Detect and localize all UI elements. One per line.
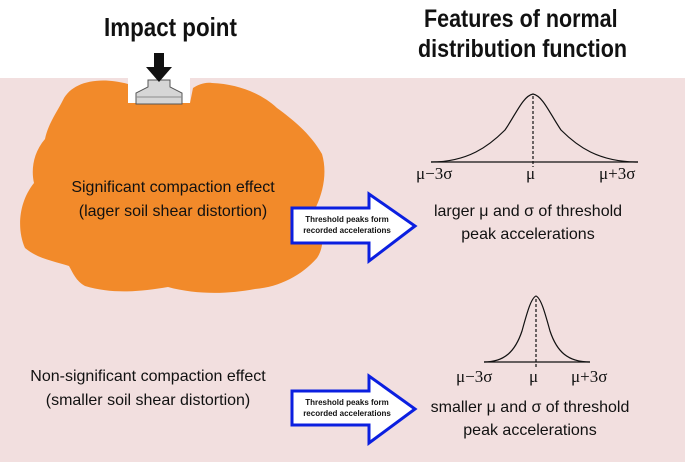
bottom-arrow-line1: Threshold peaks form — [305, 398, 389, 407]
features-title-line1: Features of normal — [424, 5, 618, 33]
bottom-axis-left-label: μ−3σ — [456, 367, 493, 386]
top-axis-center-label: μ — [526, 164, 536, 183]
bottom-effect-line2: (smaller soil shear distortion) — [45, 392, 251, 409]
top-axis-right-label: μ+3σ — [599, 164, 636, 183]
features-title-line2: distribution function — [418, 35, 627, 63]
compaction-zone — [20, 80, 325, 293]
bottom-normal-curve — [483, 295, 591, 367]
bottom-result-line2: peak accelerations — [463, 422, 597, 439]
bottom-right-arrow-icon — [290, 373, 418, 446]
bottom-axis-center-label: μ — [529, 367, 539, 386]
bottom-result-line1: smaller μ and σ of threshold — [430, 399, 630, 416]
top-effect-line2: (lager soil shear distortion) — [78, 203, 268, 220]
bottom-effect-label: Non-significant compaction effect (small… — [12, 365, 284, 413]
bottom-effect-line1: Non-significant compaction effect — [30, 368, 266, 385]
bottom-arrow-label: Threshold peaks form recorded accelerati… — [296, 397, 398, 419]
bottom-arrow-line2: recorded accelerations — [303, 409, 391, 418]
top-effect-line1: Significant compaction effect — [71, 179, 275, 196]
top-result-label: larger μ and σ of threshold peak acceler… — [418, 200, 638, 246]
down-arrow-icon — [146, 53, 172, 82]
top-arrow-label: Threshold peaks form recorded accelerati… — [296, 214, 398, 236]
top-effect-label: Significant compaction effect (lager soi… — [38, 176, 308, 224]
impact-point-label: Impact point — [104, 12, 237, 42]
top-axis-left-label: μ−3σ — [416, 164, 453, 183]
top-normal-curve — [430, 93, 639, 167]
bottom-axis-right-label: μ+3σ — [571, 367, 608, 386]
impactor-icon — [135, 79, 183, 105]
top-result-line2: peak accelerations — [461, 226, 595, 243]
top-result-line1: larger μ and σ of threshold — [433, 203, 623, 220]
bottom-result-label: smaller μ and σ of threshold peak accele… — [410, 396, 650, 442]
top-right-arrow-icon — [290, 191, 418, 265]
top-arrow-line2: recorded accelerations — [303, 226, 391, 235]
top-arrow-line1: Threshold peaks form — [305, 215, 389, 224]
